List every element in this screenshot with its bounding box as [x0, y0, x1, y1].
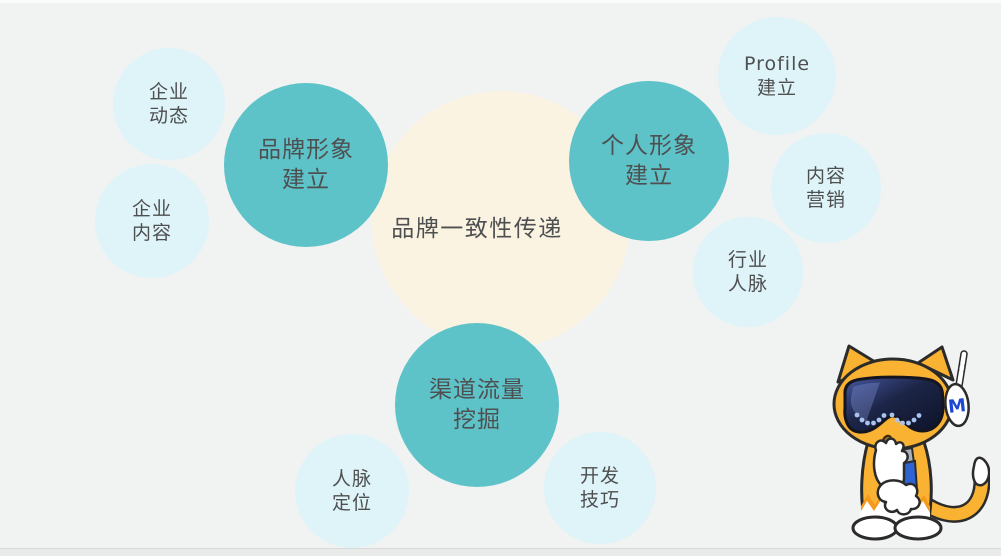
node-profile-setup-label: Profile 建立: [743, 52, 811, 99]
node-company-news-label: 企业 动态: [148, 80, 189, 127]
node-company-content: 企业 内容: [95, 164, 209, 278]
mascot-cat-illustration: M: [832, 344, 990, 541]
mascot-goggle-eye-dots: [854, 412, 922, 426]
mascot-earpiece: M: [944, 382, 970, 428]
mascot-tail: [919, 456, 990, 523]
node-personal-image-label: 个人形象 建立: [601, 132, 697, 189]
node-industry-contacts: 行业 人脉: [693, 217, 803, 327]
node-development-skills: 开发 技巧: [544, 432, 656, 544]
node-brand-image: 品牌形象 建立: [224, 83, 388, 247]
hub-label: 品牌一致性传递: [391, 216, 563, 242]
node-content-marketing-label: 内容 营销: [805, 164, 846, 211]
mascot-left-foot: [851, 515, 899, 541]
top-edge-strip: [0, 0, 1001, 3]
node-profile-setup: Profile 建立: [718, 17, 836, 135]
node-brand-image-label: 品牌形象 建立: [258, 136, 354, 193]
node-company-news: 企业 动态: [113, 48, 225, 160]
node-contacts-positioning: 人脉 定位: [295, 434, 409, 548]
mascot-goggles: [843, 375, 945, 434]
node-contacts-positioning-label: 人脉 定位: [331, 467, 372, 514]
node-development-skills-label: 开发 技巧: [579, 464, 620, 511]
node-personal-image: 个人形象 建立: [569, 81, 729, 241]
bottom-edge-strip: [0, 548, 1001, 556]
mascot-paws: [872, 437, 921, 516]
node-channel-traffic: 渠道流量 挖掘: [395, 323, 559, 487]
mascot-earpiece-letter: M: [947, 395, 967, 418]
node-industry-contacts-label: 行业 人脉: [727, 248, 768, 295]
node-company-content-label: 企业 内容: [131, 197, 172, 244]
mascot-right-foot: [893, 515, 943, 541]
node-content-marketing: 内容 营销: [771, 133, 881, 243]
node-channel-traffic-label: 渠道流量 挖掘: [429, 376, 525, 433]
